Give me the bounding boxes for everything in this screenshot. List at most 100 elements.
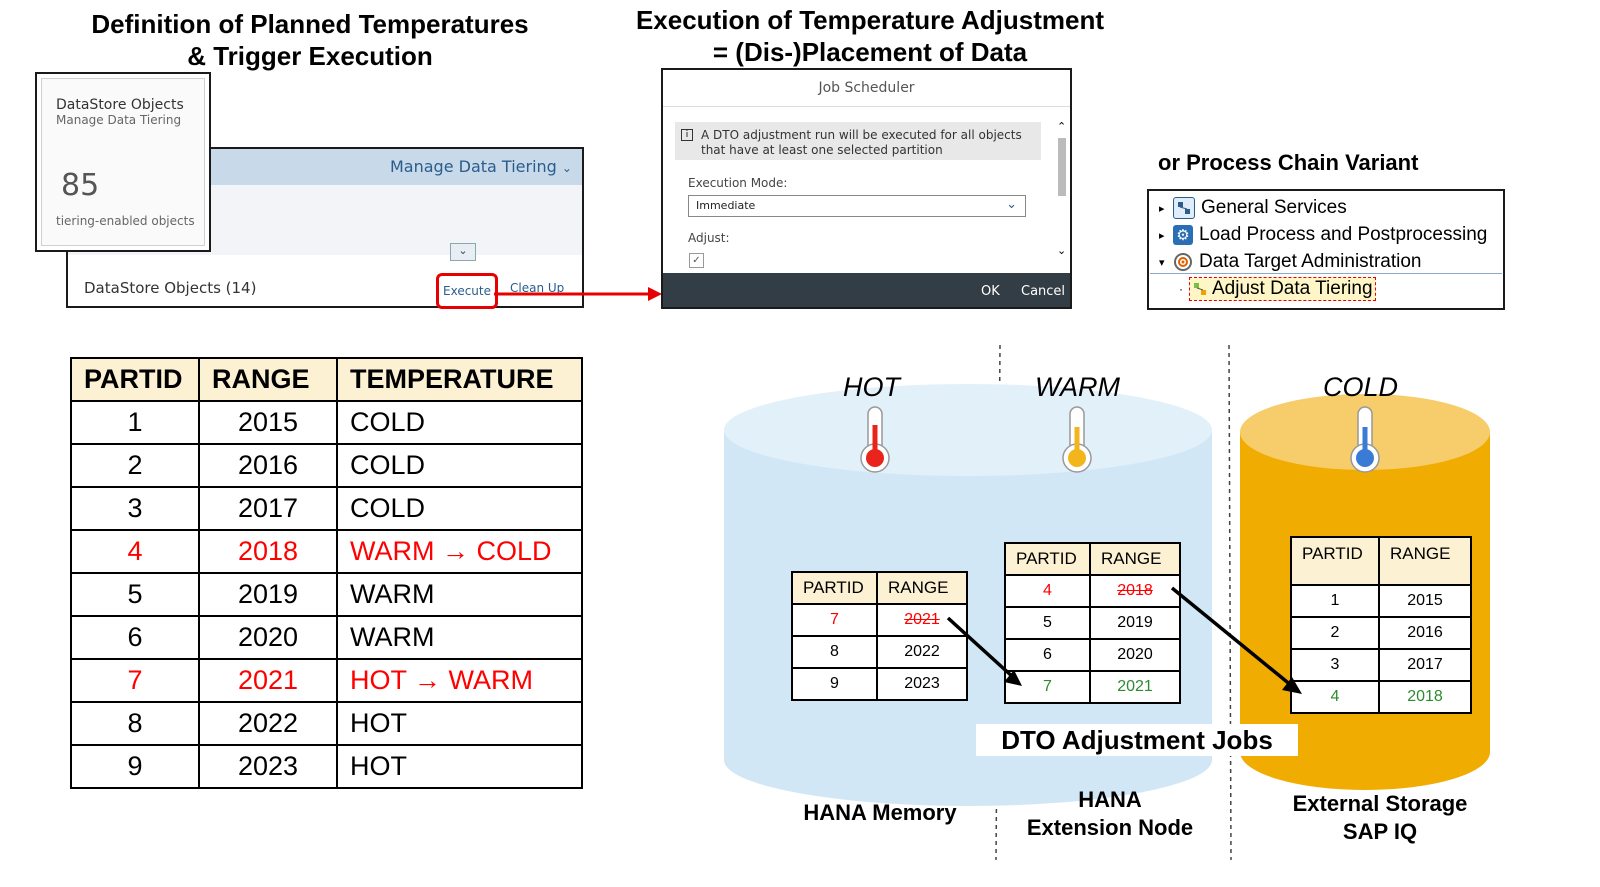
partid-cell: 4 — [1004, 574, 1091, 608]
tree-connector — [1150, 273, 1502, 274]
tiering-icon — [1192, 281, 1208, 297]
adjust-label: Adjust: — [688, 231, 730, 245]
expand-arrow-icon: ▸ — [1159, 202, 1165, 215]
range-cell: 2018 — [1089, 574, 1181, 608]
dto-jobs-label: DTO Adjustment Jobs — [976, 724, 1298, 756]
tree-item-data-target-admin[interactable]: ▾ Data Target Administration — [1159, 251, 1422, 272]
dialog-title: Job Scheduler — [818, 80, 915, 96]
col-temperature: TEMPERATURE — [336, 357, 583, 402]
range-cell: 2017 — [198, 486, 338, 531]
partid-cell: 4 — [70, 529, 200, 574]
info-icon: i — [681, 129, 693, 141]
process-chain-tree: ▸ General Services ▸ ⚙ Load Process and … — [1147, 189, 1505, 310]
header-menu[interactable]: Manage Data Tiering ⌄ — [390, 157, 572, 176]
scrollbar[interactable]: ⌃ ⌄ — [1057, 120, 1067, 260]
temperature-cell: COLD — [336, 443, 583, 488]
range-cell: 2022 — [198, 701, 338, 746]
partid-cell: 9 — [791, 667, 878, 701]
partid-cell: 1 — [1290, 584, 1380, 618]
partid-cell: 6 — [70, 615, 200, 660]
dialog-footer: OK Cancel — [663, 273, 1070, 307]
cleanup-button[interactable]: Clean Up — [510, 281, 565, 295]
dialog-title-divider — [663, 106, 1070, 107]
thermometer-cold-icon — [1350, 406, 1380, 473]
tree-item-adjust-data-tiering[interactable]: · Adjust Data Tiering — [1179, 276, 1376, 302]
table-header-row: PARTID RANGE — [1004, 542, 1181, 576]
table-header-row: PARTID RANGE TEMPERATURE — [70, 357, 583, 402]
temperature-cell: WARM — [336, 572, 583, 617]
datastore-tile[interactable]: DataStore Objects Manage Data Tiering 85… — [35, 72, 211, 252]
movement-arrows — [946, 586, 1302, 694]
partid-cell: 6 — [1004, 638, 1091, 672]
checkmark-icon: ✓ — [692, 255, 701, 266]
scroll-down-icon: ⌄ — [1057, 244, 1067, 257]
partid-cell: 8 — [791, 635, 878, 669]
partid-cell: 1 — [70, 400, 200, 445]
thermometer-warm-icon — [1062, 406, 1092, 473]
mode-label: Execution Mode: — [688, 176, 788, 190]
range-cell: 2021 — [198, 658, 338, 703]
range-cell: 2023 — [198, 744, 338, 789]
expand-toggle[interactable]: ⌄ — [450, 243, 476, 261]
range-cell: 2017 — [1378, 648, 1472, 682]
adjust-checkbox[interactable]: ✓ — [689, 253, 704, 268]
partid-cell: 5 — [70, 572, 200, 617]
table-header-row: PARTID RANGE — [1290, 536, 1472, 586]
range-cell: 2018 — [1378, 680, 1472, 714]
range-cell: 2016 — [198, 443, 338, 488]
chevron-down-icon: ⌄ — [561, 161, 572, 175]
range-cell: 2020 — [1089, 638, 1181, 672]
scroll-thumb[interactable] — [1058, 138, 1066, 196]
temperature-cell: HOT → WARM — [336, 658, 583, 703]
execute-arrow — [494, 287, 662, 301]
left-title: Definition of Planned Temperatures & Tri… — [91, 9, 529, 71]
execute-button[interactable]: Execute — [436, 273, 498, 309]
mode-select[interactable]: Immediate ⌄ — [688, 195, 1026, 217]
partid-cell: 2 — [70, 443, 200, 488]
hana-memory-label: HANA Memory — [803, 800, 957, 825]
temperature-cell: COLD — [336, 486, 583, 531]
list-title: DataStore Objects (14) — [84, 279, 257, 297]
mode-select-value: Immediate — [696, 199, 756, 212]
range-cell: 2020 — [198, 615, 338, 660]
range-cell: 2015 — [198, 400, 338, 445]
info-text: A DTO adjustment run will be executed fo… — [701, 128, 1022, 157]
partid-cell: 5 — [1004, 606, 1091, 640]
tile-title: DataStore Objects — [56, 97, 184, 113]
table-header-row: PARTID RANGE — [791, 571, 968, 605]
tree-item-general-services[interactable]: ▸ General Services — [1159, 197, 1347, 219]
tree-item-load-process[interactable]: ▸ ⚙ Load Process and Postprocessing — [1159, 224, 1488, 245]
range-cell: 2015 — [1378, 584, 1472, 618]
network-icon — [1173, 197, 1195, 219]
cancel-button[interactable]: Cancel — [1021, 284, 1066, 299]
tile-count: 85 — [61, 168, 100, 203]
temperature-cell: COLD — [336, 400, 583, 445]
tier-label-hot: HOT — [843, 372, 900, 402]
temperature-cell: WARM → COLD — [336, 529, 583, 574]
selected-node[interactable]: Adjust Data Tiering — [1189, 277, 1376, 301]
temperature-cell: HOT — [336, 701, 583, 746]
partid-cell: 3 — [1290, 648, 1380, 682]
range-cell: 2019 — [1089, 606, 1181, 640]
ok-button[interactable]: OK — [981, 284, 1000, 299]
col-range: RANGE — [198, 357, 338, 402]
range-cell: 2021 — [1089, 670, 1181, 704]
info-strip: i A DTO adjustment run will be executed … — [675, 122, 1041, 160]
range-cell: 2016 — [1378, 616, 1472, 650]
chevron-down-icon: ⌄ — [1006, 197, 1017, 212]
range-cell: 2023 — [876, 667, 968, 701]
